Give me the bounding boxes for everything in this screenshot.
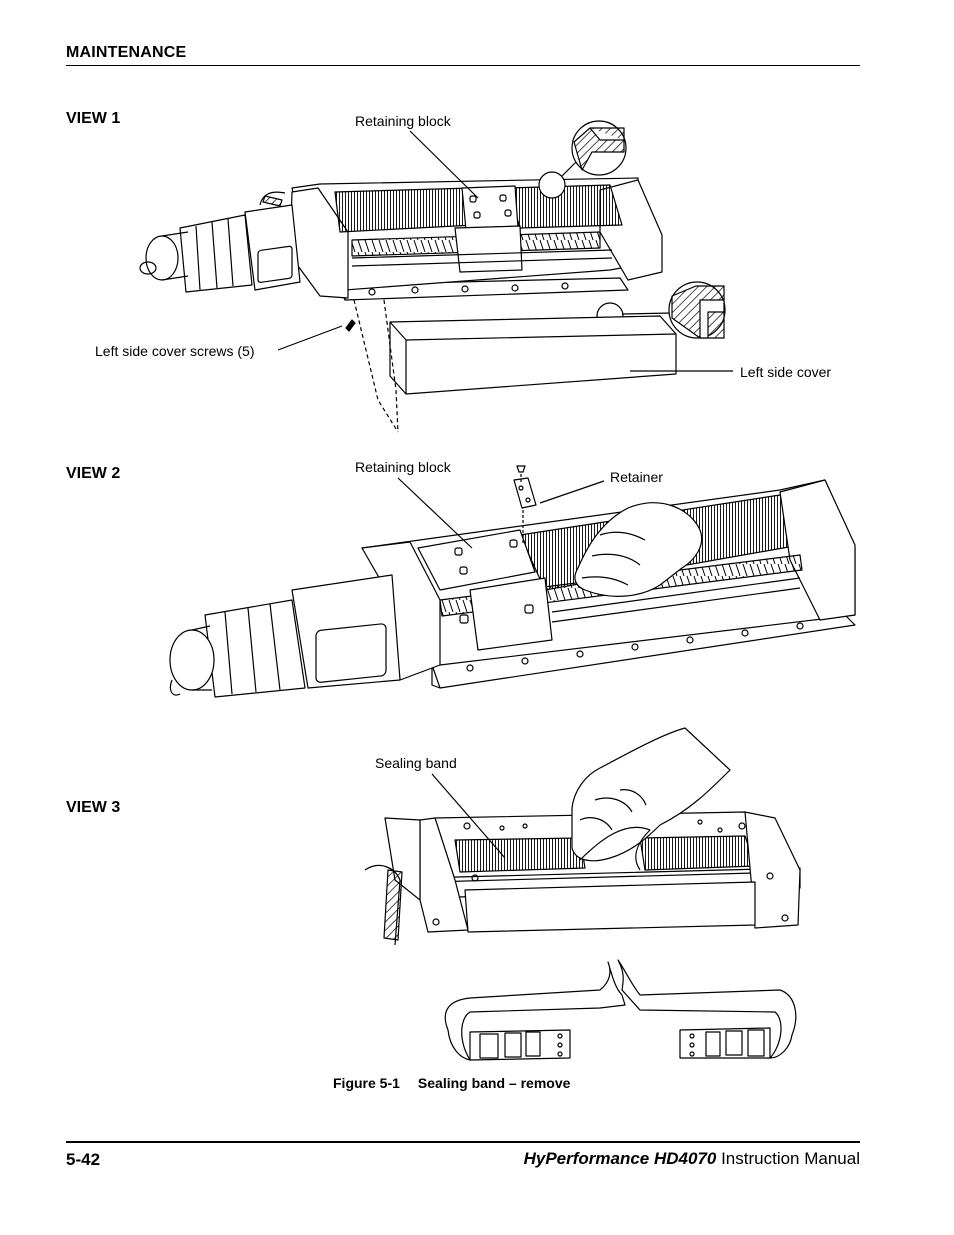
view2-actuator-drawing <box>169 465 856 698</box>
view2-label-retainer: Retainer <box>610 469 663 485</box>
page-number: 5-42 <box>66 1150 101 1169</box>
manual-title: HyPerformance HD4070 Instruction Manual <box>524 1149 860 1169</box>
figure-title: Sealing band – remove <box>417 1075 571 1091</box>
manual-suffix: Instruction Manual <box>716 1149 860 1168</box>
view3-actuator-drawing <box>364 727 801 1061</box>
footer-rule <box>66 1141 860 1143</box>
view1-label-cover-screws: Left side cover screws (5) <box>95 343 255 359</box>
view1-label-left-side-cover: Left side cover <box>740 364 832 380</box>
view3-label-sealing-band: Sealing band <box>375 755 457 771</box>
section-header: MAINTENANCE <box>66 44 187 61</box>
view2-label-retaining-block: Retaining block <box>355 459 451 475</box>
figure-caption: Figure 5-1 Sealing band – remove <box>333 1075 570 1091</box>
header-rule <box>66 65 860 66</box>
view1-label-retaining-block: Retaining block <box>355 113 451 129</box>
view1-title: VIEW 1 <box>66 110 121 127</box>
figure-number: Figure 5-1 <box>333 1075 400 1091</box>
product-name: HyPerformance HD4070 <box>523 1149 717 1168</box>
view2-title: VIEW 2 <box>66 465 121 482</box>
view3-title: VIEW 3 <box>66 799 121 816</box>
view1-actuator-drawing <box>139 120 733 433</box>
